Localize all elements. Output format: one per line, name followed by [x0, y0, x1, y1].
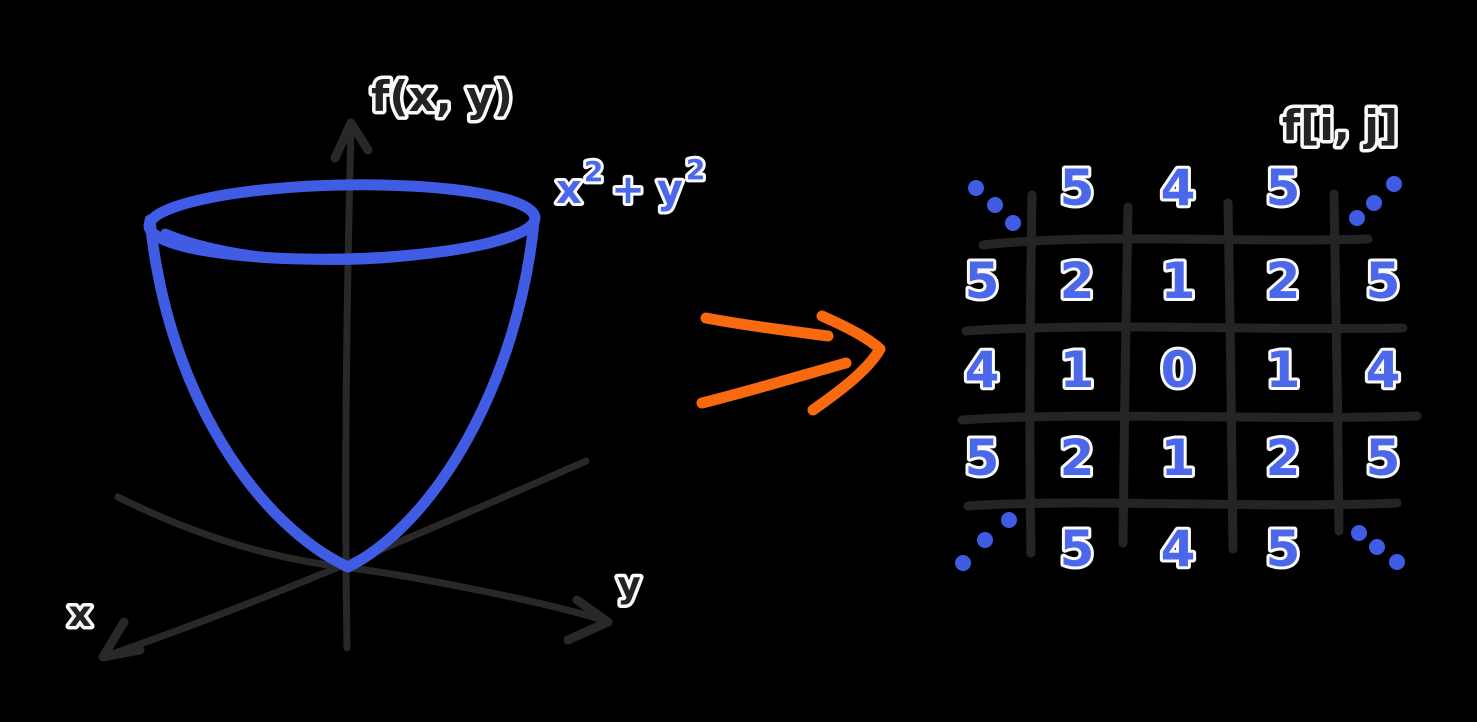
formula-term1-exponent: 2	[584, 155, 603, 188]
z-axis-arrowhead-icon	[330, 118, 373, 163]
matrix-cell-2-3: 1	[1266, 341, 1301, 399]
y-axis-arrowhead-icon	[563, 595, 613, 645]
formula-term1-base: x	[556, 167, 582, 213]
ellipsis-dot	[1001, 512, 1017, 528]
y-axis-label: y	[617, 565, 640, 606]
formula-term2-base: y	[657, 167, 683, 213]
ellipsis-dots-bottom-left	[955, 512, 1017, 571]
arrow-lower-line	[696, 357, 852, 409]
grid-hline-2	[961, 322, 1408, 336]
matrix-cell-4-2: 4	[1161, 520, 1196, 578]
plot-title: f(x, y)	[371, 72, 513, 121]
transform-arrow-icon	[696, 310, 886, 416]
formula-term2-exponent: 2	[686, 153, 705, 186]
ellipsis-dots-top-right	[1349, 176, 1402, 226]
matrix-cells: 5 4 5 5 2 1 2 5 4 1 0 1 4 5 2 1 2 5 5 4 5	[962, 156, 1404, 581]
formula-operator: +	[611, 167, 645, 213]
matrix-figure: 5 4 5 5 2 1 2 5 4 1 0 1 4 5 2 1 2 5 5 4 5 f[i, j]	[955, 98, 1422, 581]
matrix-cell-2-1: 1	[1060, 341, 1095, 399]
paraboloid-body-curve	[144, 214, 540, 573]
grid-vline-3	[1223, 198, 1238, 554]
ellipsis-dot	[1005, 215, 1021, 231]
ellipsis-dot	[977, 532, 993, 548]
paraboloid-rim-second-pass	[160, 225, 530, 265]
matrix-cell-1-3: 2	[1266, 252, 1301, 310]
x-axis-arrowhead-icon	[98, 617, 145, 662]
matrix-cell-1-1: 2	[1060, 252, 1095, 310]
grid-vline-4	[1329, 189, 1344, 536]
matrix-cell-4-1: 5	[1060, 520, 1095, 578]
ellipsis-dot	[955, 555, 971, 571]
ellipsis-dot	[1366, 195, 1382, 211]
ellipsis-dot	[1351, 525, 1367, 541]
ellipsis-dots-top-left	[968, 180, 1021, 231]
matrix-cell-4-3: 5	[1266, 520, 1301, 578]
matrix-cell-0-2: 4	[1161, 159, 1196, 217]
grid-vline-2	[1118, 202, 1133, 548]
matrix-cell-3-0: 5	[965, 429, 1000, 487]
matrix-cell-1-0: 5	[965, 252, 1000, 310]
matrix-title: f[i, j]	[1282, 101, 1398, 150]
matrix-cell-0-3: 5	[1266, 159, 1301, 217]
ellipsis-dot	[1386, 176, 1402, 192]
grid-hline-3	[957, 411, 1422, 425]
grid-hline-4	[963, 498, 1402, 511]
matrix-cell-2-4: 4	[1366, 341, 1401, 399]
matrix-cell-3-2: 1	[1161, 429, 1196, 487]
matrix-cell-2-2: 0	[1161, 341, 1196, 399]
ellipsis-dots-bottom-right	[1351, 525, 1405, 570]
matrix-cell-0-1: 5	[1060, 159, 1095, 217]
ellipsis-dot	[1349, 210, 1365, 226]
ellipsis-dot	[1389, 554, 1405, 570]
ellipsis-dot	[1369, 539, 1385, 555]
matrix-cell-3-4: 5	[1366, 429, 1401, 487]
matrix-cell-3-3: 2	[1266, 429, 1301, 487]
arrow-upper-line	[700, 312, 834, 342]
grid-hline-1	[978, 234, 1373, 250]
ellipsis-dot	[987, 197, 1003, 213]
matrix-cell-3-1: 2	[1060, 429, 1095, 487]
ellipsis-dot	[968, 180, 984, 196]
x-axis-label: x	[68, 594, 91, 635]
matrix-cell-2-0: 4	[965, 341, 1000, 399]
matrix-cell-1-2: 1	[1161, 252, 1196, 310]
matrix-cell-1-4: 5	[1366, 252, 1401, 310]
arrow-chevron	[807, 310, 886, 416]
